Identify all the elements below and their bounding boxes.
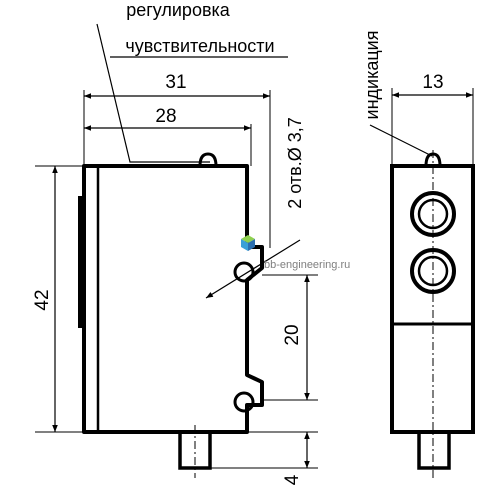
watermark: bb-engineering.ru — [241, 235, 350, 271]
sensitivity-knob — [198, 152, 218, 167]
extension-lines-side — [391, 88, 474, 166]
mounting-hole-top — [233, 261, 255, 283]
label-dim-4: 4 — [282, 474, 303, 485]
text-labels-side: 13 индикация — [362, 31, 444, 120]
watermark-logo-icon — [241, 235, 255, 251]
label-indication: индикация — [362, 31, 382, 120]
front-view — [78, 152, 264, 478]
label-dim-13: 13 — [422, 72, 443, 93]
label-sensitivity-2: чувствительности — [125, 36, 274, 56]
label-dim-42: 42 — [32, 289, 53, 310]
text-labels-front: регулировка чувствительности 31 28 42 20… — [32, 0, 305, 485]
sensitivity-leader — [96, 23, 210, 163]
leaders-front — [96, 23, 301, 299]
label-dim-31: 31 — [165, 72, 186, 93]
side-cable — [417, 432, 451, 470]
watermark-text: bb-engineering.ru — [264, 259, 350, 271]
side-view — [390, 150, 475, 478]
adjustment-tab — [78, 196, 84, 328]
mounting-hole-bottom — [233, 391, 255, 413]
indication-leader — [369, 124, 433, 157]
label-dim-28: 28 — [155, 106, 176, 127]
label-sensitivity-1: регулировка — [126, 0, 231, 20]
front-body-outline — [82, 164, 264, 434]
dimension-lines-side — [369, 92, 473, 157]
label-holes: 2 отв.Ø 3,7 — [285, 117, 305, 208]
label-dim-20: 20 — [282, 324, 303, 345]
dimension-lines-front — [52, 93, 310, 468]
holes-leader — [205, 239, 301, 299]
extension-lines-front — [35, 90, 318, 469]
